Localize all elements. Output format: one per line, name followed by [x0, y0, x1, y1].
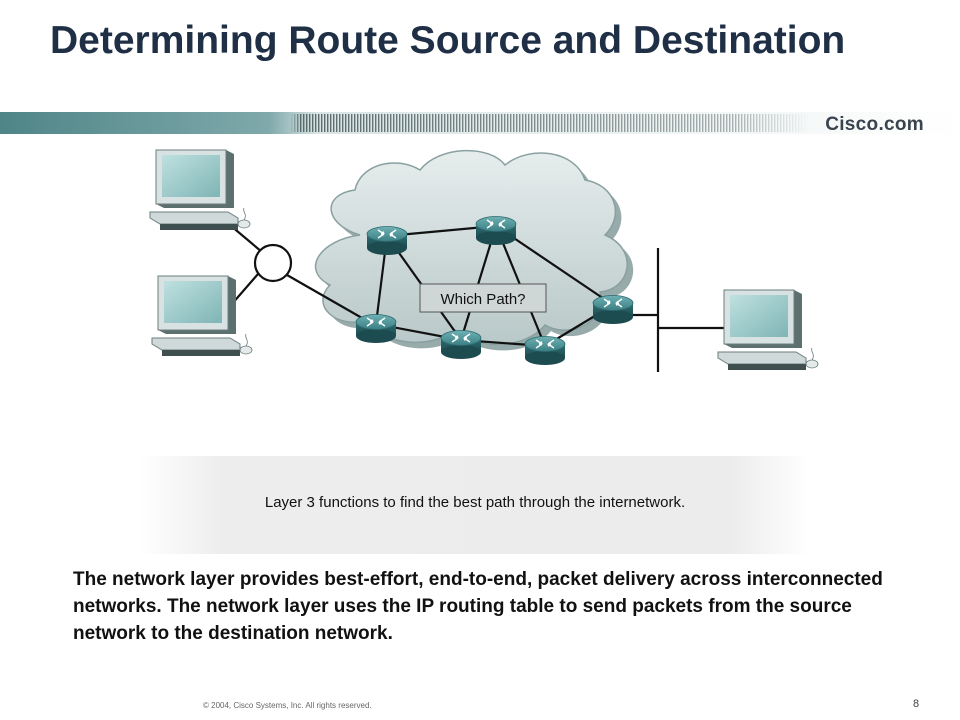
router-icon: [475, 215, 517, 246]
hub-node: [253, 243, 293, 283]
network-cloud: [314, 149, 634, 351]
router-icon: [440, 329, 482, 360]
cisco-logo-text: Cisco.com: [825, 114, 924, 135]
header-bar: [0, 112, 960, 134]
which-path-label: Which Path?: [419, 283, 547, 313]
computer-icon: [717, 289, 819, 371]
computer-icon: [151, 275, 253, 357]
computer-icon: [149, 149, 251, 231]
diagram-caption: Layer 3 functions to find the best path …: [264, 494, 686, 511]
slide-title: Determining Route Source and Destination: [50, 19, 846, 62]
caption-panel: Layer 3 functions to find the best path …: [140, 456, 810, 554]
page-number: 8: [913, 698, 920, 710]
router-icon: [592, 294, 634, 325]
which-path-text: Which Path?: [440, 291, 525, 308]
router-icon: [366, 225, 408, 256]
router-icon: [524, 335, 566, 366]
network-diagram: Which Path?: [149, 149, 819, 372]
copyright-notice: © 2004, Cisco Systems, Inc. All rights r…: [203, 701, 372, 710]
router-icon: [355, 313, 397, 344]
body-paragraph: The network layer provides best-effort, …: [73, 569, 883, 644]
